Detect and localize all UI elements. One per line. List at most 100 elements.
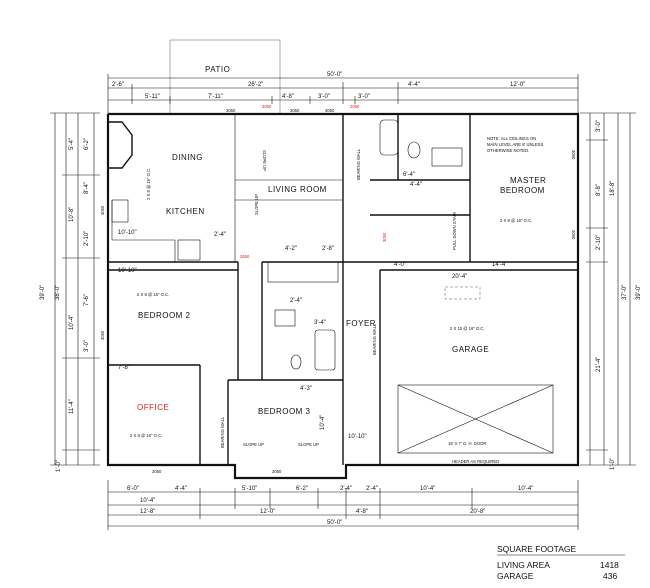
dim-left-a: 5'-4" [69,138,75,150]
dim-int-1: 10'-10" [118,230,137,236]
room-living: LIVING ROOM [268,185,327,194]
dim-bot-a: 12'-8" [140,509,155,515]
bottom-dimensions: 6'-0" 4'-4" 5'-10" 6'-2" 2'-4" 2'-4" 10'… [107,480,579,530]
room-garage: GARAGE [452,345,489,354]
dim-right-f: 1'-0" [610,458,616,470]
dim-bot-f: 6'-0" [127,486,139,492]
room-bed3: BEDROOM 3 [258,407,311,416]
dim-int-7: 14'-4" [492,262,507,268]
dim-int-12: 4'-3" [300,386,312,392]
dim-top-f: 3'-0" [358,94,370,100]
note-joist-garage: 2 X 10 @ 16" O.C. [450,326,485,331]
dim-left-d: 10'-4" [69,315,75,330]
dim-right-overall: 39'-0" [636,285,642,300]
note-ceiling-3: OTHERWISE NOTED. [487,148,529,153]
dim-left-b: 10'-8" [69,207,75,222]
dim-int-13: 10'-4" [320,415,326,430]
room-labels: DINING KITCHEN LIVING ROOM MASTER BEDROO… [137,153,546,416]
window-label: 3050 [152,469,162,474]
dim-int-4: 2'-8" [322,246,334,252]
dim-left-2: 38'-0" [55,285,61,300]
window-label: 3050 [325,108,335,113]
dim-top-left: 26'-2" [248,82,263,88]
red-label: 3050 [262,104,272,109]
dim-top-r2: 12'-0" [510,82,525,88]
dim-int-3: 4'-2" [285,246,297,252]
plan-notes: NOTE: ALL CEILINGS ON MAIN LEVEL ARE 8' … [130,136,543,464]
note-header: HEADER AS REQUIRED [452,459,499,464]
patio-label: PATIO [205,65,230,74]
dim-bot-k: 2'-4" [366,486,378,492]
dim-bot-l: 10'-4" [420,486,435,492]
dim-right-d: 2'-10" [596,235,602,250]
dim-right-e: 21'-4" [596,357,602,372]
dim-int-8: 4'-4" [410,182,422,188]
sqft-row-label: LIVING AREA [497,560,550,570]
dim-right-a: 3'-0" [596,120,602,132]
dim-bot-g: 4'-4" [175,486,187,492]
room-master-1: MASTER [510,176,546,185]
sqft-row-label: GARAGE [497,571,534,581]
note-slope-up-3: SLOPE UP [262,150,267,171]
note-bearing-2: BEARING WALL [372,323,377,355]
dim-int-5: 4'-0" [394,262,406,268]
window-label: 3050 [290,108,300,113]
dim-top-c: 7'-11" [208,94,223,100]
note-ceiling-1: NOTE: ALL CEILINGS ON [487,136,536,141]
dim-bot-h: 5'-10" [242,486,257,492]
note-joist-bed2: 2 X 8 @ 16" O.C. [137,292,169,297]
note-joist-office: 2 X 8 @ 16" O.C. [130,433,162,438]
note-joist-kitchen: 2 X 8 @ 16" O.C. [146,168,151,200]
dim-left-h: 8'-4" [84,182,90,194]
dim-top-a: 2'-6" [112,82,124,88]
left-dimensions: 39'-0" 38'-0" 5'-4" 10'-8" 10'-4" 11'-4"… [40,112,100,472]
dim-right-2: 37'-0" [622,285,628,300]
room-office: OFFICE [137,403,169,412]
right-dimensions: 3'-0" 8'-8" 2'-10" 21'-4" 18'-8" 37'-0" … [580,112,642,470]
dim-top-r1: 4'-4" [408,82,420,88]
dim-left-f: 11'-4" [69,399,75,414]
window-label: 3050 [100,205,105,215]
dim-bot-c: 4'-8" [356,509,368,515]
room-bed2: BEDROOM 2 [138,311,191,320]
dim-top-b: 5'-11" [145,94,160,100]
window-label: 3050 [571,150,576,160]
patio: PATIO [169,39,281,113]
note-ceiling-2: MAIN LEVEL ARE 8' UNLESS [487,142,543,147]
dim-left-overall: 39'-0" [40,285,46,300]
dim-int-2: 2'-4" [214,232,226,238]
dim-int-14: 10'-10" [118,268,137,274]
dim-bot-j: 2'-4" [340,486,352,492]
note-slope-up-4: SLOPE UP [254,194,259,215]
square-footage-table: SQUARE FOOTAGE LIVING AREA 1418 GARAGE 4… [497,544,625,581]
dim-bot-e: 10'-4" [140,498,155,504]
window-label: 3050 [226,108,236,113]
dim-left-g: 1'-0" [56,460,62,472]
red-label: 3050 [382,232,387,242]
dim-int-11: 7'-8" [118,365,130,371]
window-labels: 3050 3050 3050 3050 3050 3050 2050 3050 … [100,104,576,474]
dim-bot-b: 12'-0" [260,509,275,515]
note-garage-door: 16' X 7' O. H. DOOR [448,441,486,446]
exterior-walls [106,112,580,480]
room-kitchen: KITCHEN [166,207,205,216]
dim-int-10: 3'-4" [314,320,326,326]
note-bearing-3: BEARING WALL [220,416,225,448]
note-joist-master: 2 X 8 @ 16" O.C. [500,218,532,223]
dim-right-c: 8'-8" [596,184,602,196]
dim-top-d: 4'-8" [282,94,294,100]
note-pulldown: PULL DOWN STAIR [452,212,457,250]
dim-left-i: 6'-2" [84,138,90,150]
dim-int-9: 6'-4" [403,172,415,178]
top-dimensions: 50'-0" 26'-2" 4'-4" 12'-0" 2'-6" 5'-11" … [107,72,579,116]
dim-top-e: 3'-0" [318,94,330,100]
dim-bot-overall: 50'-0" [327,520,342,526]
dim-bot-d: 20'-8" [470,509,485,515]
dim-int-16: 2'-4" [290,298,302,304]
note-slope-up-1: SLOPE UP [243,442,264,447]
note-bearing-1: BEARING WALL [356,148,361,180]
dim-left-e: 3'-0" [84,340,90,352]
dim-left-j: 7'-6" [84,294,90,306]
interior-walls [108,114,578,465]
sqft-title: SQUARE FOOTAGE [497,544,577,554]
